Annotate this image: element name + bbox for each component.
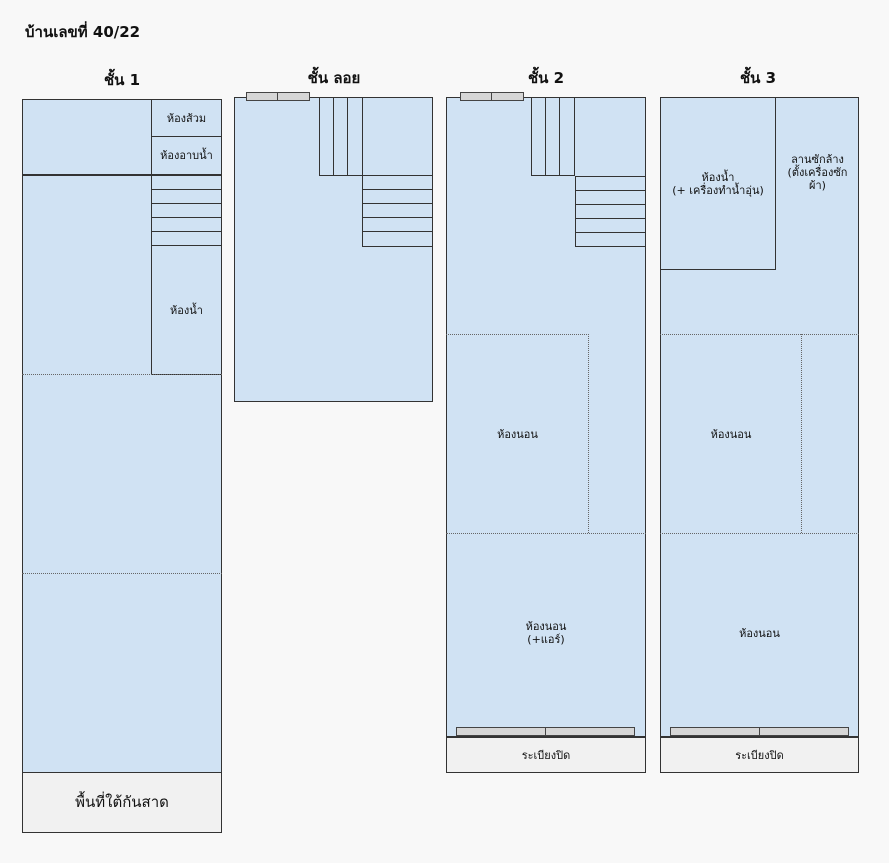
floor-1-stair-step xyxy=(151,217,222,232)
floor-2-label: ชั้น 2 xyxy=(527,69,565,87)
floor-1-toilet: ห้องส้วม xyxy=(151,99,222,137)
floor-3-plan: ห้องน้ำ (+ เครื่องทำน้ำอุ่น) ลานซักล้าง … xyxy=(660,97,860,773)
floor-2-stair-wall xyxy=(574,97,575,176)
floor-3-label: ชั้น 3 xyxy=(739,69,777,87)
floor-2-balcony-window xyxy=(456,727,546,736)
floor-3-zone-divider xyxy=(801,334,802,533)
floor-2-window xyxy=(460,92,492,101)
floor-2-zone-divider xyxy=(446,533,646,534)
mezzanine-stair-step xyxy=(362,231,433,247)
floor-3-bedroom-back: ห้องนอน xyxy=(739,626,780,640)
floor-1-plan: ห้องส้วม ห้องอาบน้ำ ห้องน้ำ พื้นที่ใต้กั… xyxy=(22,99,222,833)
mezzanine-stair-step xyxy=(319,97,334,176)
floor-1-awning-area: พื้นที่ใต้กันสาด xyxy=(22,772,222,833)
floor-2-stair-step xyxy=(559,97,575,176)
floor-1-stair-step xyxy=(151,231,222,246)
floor-2-stair-step xyxy=(531,97,546,176)
mezzanine-stair-step xyxy=(362,217,433,232)
floor-3-balcony-window xyxy=(670,727,760,736)
mezzanine-stair-step xyxy=(333,97,348,176)
floor-3-closed-balcony: ระเบียงปิด xyxy=(660,737,859,773)
floor-mezzanine-label: ชั้น ลอย xyxy=(307,69,361,87)
floor-2-balcony-window xyxy=(545,727,635,736)
mezzanine-stair-step xyxy=(362,175,433,190)
floor-3-balcony-window xyxy=(759,727,849,736)
floor-2-zone-divider xyxy=(446,334,589,335)
floor-3-laundry-area: ลานซักล้าง (ตั้งเครื่องซัก ผ้า) xyxy=(787,152,848,192)
floor-2-stair-step xyxy=(575,204,646,219)
floor-1-label: ชั้น 1 xyxy=(103,71,141,89)
mezzanine-plan xyxy=(234,92,434,402)
floor-1-stair-step xyxy=(151,203,222,218)
mezzanine-stair-step xyxy=(362,189,433,204)
mezzanine-stair-step xyxy=(347,97,363,176)
floor-1-zone-divider xyxy=(22,573,222,574)
floor-2-stair-step xyxy=(575,218,646,233)
floor-1-stair-step xyxy=(151,175,222,190)
floor-3-bedroom-front: ห้องนอน xyxy=(710,427,752,441)
floor-1-wall xyxy=(22,174,222,176)
page-title: บ้านเลขที่ 40/22 xyxy=(25,23,141,41)
floor-2-stair-step xyxy=(575,232,646,247)
floor-2-bedroom-ac: ห้องนอน (+แอร์) xyxy=(525,620,567,646)
mezzanine-window xyxy=(246,92,278,101)
floor-2-closed-balcony: ระเบียงปิด xyxy=(446,737,646,773)
floor-1-stair-step xyxy=(151,189,222,204)
floor-3-zone-divider xyxy=(660,334,859,335)
floor-2-stair-step xyxy=(575,190,646,205)
floor-1-shower-room: ห้องอาบน้ำ xyxy=(151,136,222,175)
mezzanine-window xyxy=(277,92,310,101)
mezzanine-stair-wall xyxy=(362,97,363,176)
floor-2-plan: ห้องนอน ห้องนอน (+แอร์) ระเบียงปิด xyxy=(446,92,646,773)
floor-2-zone-divider xyxy=(588,334,589,533)
floor-2-stair-step xyxy=(545,97,560,176)
floor-2-stair-step xyxy=(575,176,646,191)
floor-2-window xyxy=(491,92,524,101)
mezzanine-stair-step xyxy=(362,203,433,218)
floor-3-bathroom: ห้องน้ำ (+ เครื่องทำน้ำอุ่น) xyxy=(660,97,776,270)
floor-1-zone-divider xyxy=(22,374,222,375)
floor-2-bedroom: ห้องนอน xyxy=(497,427,538,441)
floor-3-zone-divider xyxy=(660,533,859,534)
floor-1-bathroom: ห้องน้ำ xyxy=(151,245,222,375)
